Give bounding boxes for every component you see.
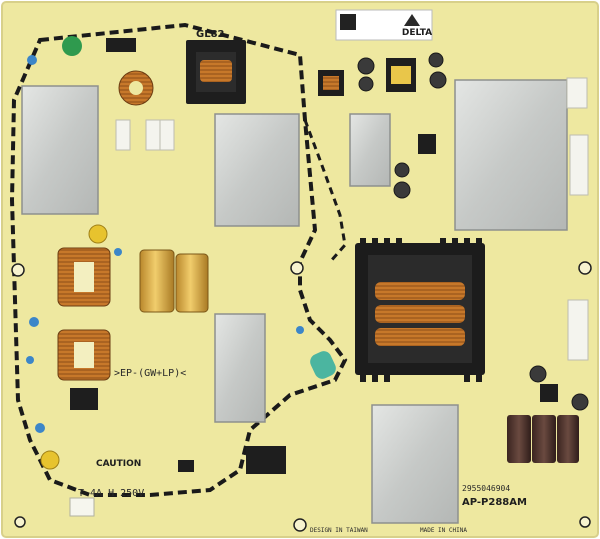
mounting-holes: [11, 261, 592, 532]
delta-sticker: [335, 9, 433, 41]
output-capacitors: [507, 415, 579, 463]
yellow-discs: [40, 224, 108, 470]
aux-transformers: [318, 58, 416, 96]
caution-label: CAUTION: [96, 459, 141, 469]
board-code: AP-P288AM: [462, 497, 527, 508]
input-connector: [69, 497, 95, 517]
main-transformer: [355, 238, 485, 382]
blue-components: [26, 55, 304, 433]
part-number: 2955046904: [462, 484, 510, 493]
small-capacitors: [357, 52, 589, 411]
ep-label: >EP-(GW+LP)<: [114, 368, 186, 379]
toroid-coils: [57, 70, 154, 381]
brand-label: DELTA: [402, 28, 432, 38]
origin-label: MADE IN CHINA: [420, 527, 467, 534]
green-components: [62, 36, 336, 379]
white-components: [115, 77, 589, 361]
gl82-transformer: [186, 40, 246, 104]
heatsinks: [21, 79, 568, 524]
fuse-rating: T 4A H 250V: [78, 488, 144, 499]
model-label: GL82: [196, 29, 225, 40]
design-label: DESIGN IN TAIWAN: [310, 527, 368, 534]
isolation-boundary-inner: [303, 119, 347, 263]
bulk-capacitors: [139, 249, 209, 313]
isolation-boundary: [9, 22, 348, 497]
ics: [70, 38, 558, 474]
